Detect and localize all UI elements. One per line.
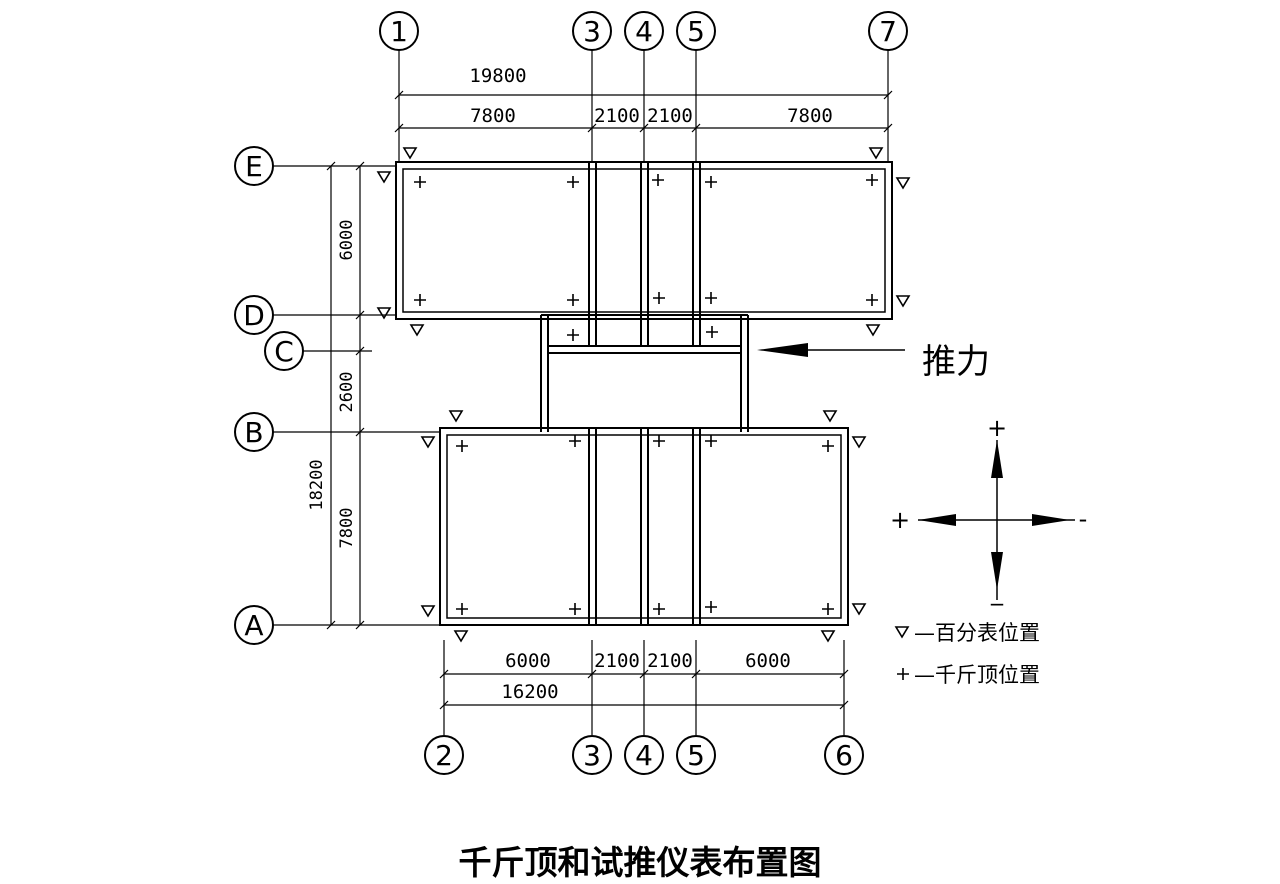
dim-left-total: 18200 [307, 459, 327, 510]
axis-bottom-3: 3 [572, 735, 612, 775]
axis-label: 3 [583, 739, 601, 772]
legend-jack-symbol [897, 668, 909, 680]
force-label: 推力 [922, 342, 990, 382]
dimension-bottom [439, 640, 849, 735]
axis-bottom-5: 5 [676, 735, 716, 775]
axis-left-B: B [234, 412, 440, 452]
axis-top-5: 5 [676, 11, 716, 162]
legend [894, 626, 910, 680]
dim-top-right: 7800 [787, 105, 833, 127]
dim-left-upper: 6000 [337, 220, 357, 261]
dim-top-total: 19800 [469, 65, 526, 87]
dim-top-mid1: 2100 [594, 105, 640, 127]
axis-label: E [245, 150, 263, 183]
dim-bottom-right: 6000 [745, 650, 791, 672]
axis-label: A [244, 609, 263, 642]
axis-top-7: 7 [868, 11, 908, 162]
axis-label: 4 [635, 15, 653, 48]
sign-down-minus: _ [990, 578, 1004, 606]
sign-right-minus: - [1079, 505, 1088, 533]
legend-jack-label: —千斤顶位置 [914, 663, 1040, 687]
push-force-arrow [757, 343, 905, 357]
direction-convention [918, 440, 1075, 600]
axis-label: B [244, 416, 263, 449]
axis-top-4: 4 [624, 11, 664, 162]
axis-label: D [243, 299, 265, 332]
sign-left-plus: + [890, 506, 910, 534]
upper-frame [395, 161, 893, 320]
dimension-left [326, 161, 365, 630]
axis-label: 2 [435, 739, 453, 772]
dim-top-mid2: 2100 [647, 105, 693, 127]
legend-gauge-symbol [894, 626, 910, 639]
axis-label: 1 [390, 15, 408, 48]
dim-top-left: 7800 [470, 105, 516, 127]
axis-label: 6 [835, 739, 853, 772]
axis-label: 5 [687, 15, 705, 48]
axis-bottom-6: 6 [824, 735, 864, 775]
axis-left-A: A [234, 605, 440, 645]
sign-up-plus: + [987, 414, 1007, 442]
axis-left-D: D [234, 295, 396, 335]
lower-frame [439, 427, 849, 626]
axis-left-C: C [264, 331, 372, 371]
axis-bottom-2: 2 [424, 735, 464, 775]
legend-dial-gauge-label: —百分表位置 [914, 621, 1040, 645]
dim-bottom-left: 6000 [505, 650, 551, 672]
dim-bottom-mid2: 2100 [647, 650, 693, 672]
axis-left-E: E [234, 146, 396, 186]
axis-label: C [274, 335, 294, 368]
axis-label: 3 [583, 15, 601, 48]
axis-top-1: 1 [379, 11, 419, 162]
figure-caption: 千斤顶和试推仪表布置图 [458, 843, 822, 882]
jack-markers [414, 174, 878, 615]
connecting-block [540, 314, 749, 432]
dim-left-gap: 2600 [337, 372, 357, 413]
axis-label: 4 [635, 739, 653, 772]
dim-left-lower: 7800 [337, 508, 357, 549]
axis-top-3: 3 [572, 11, 612, 162]
axis-label: 5 [687, 739, 705, 772]
axis-label: 7 [879, 15, 897, 48]
dimension-top [394, 90, 893, 133]
axis-bottom-4: 4 [624, 735, 664, 775]
dim-bottom-total: 16200 [501, 681, 558, 703]
dial-gauge-markers [376, 147, 911, 643]
dim-bottom-mid1: 2100 [594, 650, 640, 672]
